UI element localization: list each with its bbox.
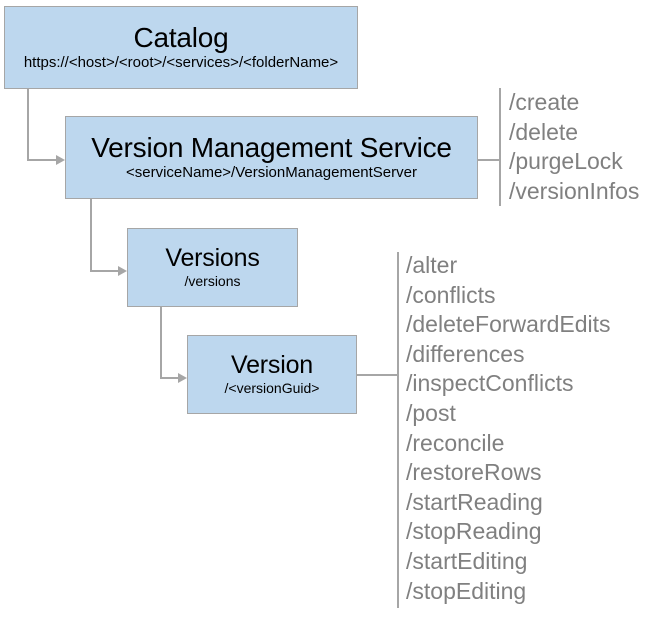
version-operations-list: /alter /conflicts /deleteForwardEdits /d… bbox=[406, 251, 611, 606]
arrowhead-service-to-versions bbox=[118, 266, 127, 276]
node-version: Version /<versionGuid> bbox=[187, 335, 357, 414]
connector-service-to-versions-vertical bbox=[90, 199, 92, 271]
connector-service-to-operations bbox=[478, 159, 500, 161]
connector-catalog-to-service-horizontal bbox=[27, 159, 57, 161]
operation-item: /inspectConflicts bbox=[406, 370, 574, 397]
operation-item: /startReading bbox=[406, 488, 543, 515]
bracket-version-operations bbox=[397, 252, 399, 608]
node-catalog-title: Catalog bbox=[133, 21, 229, 53]
operation-item: /conflicts bbox=[406, 281, 496, 308]
connector-version-to-operations bbox=[357, 374, 398, 376]
node-version-title: Version bbox=[231, 350, 313, 379]
operation-item: /versionInfos bbox=[509, 177, 640, 204]
operation-item: /startEditing bbox=[406, 547, 528, 574]
service-operations-list: /create /delete /purgeLock /versionInfos bbox=[509, 88, 639, 206]
node-catalog: Catalog https://<host>/<root>/<services>… bbox=[4, 6, 358, 89]
connector-versions-to-version-vertical bbox=[160, 307, 162, 378]
operation-item: /post bbox=[406, 399, 456, 426]
operation-item: /purgeLock bbox=[509, 148, 623, 175]
operation-item: /restoreRows bbox=[406, 459, 542, 486]
operation-item: /create bbox=[509, 89, 580, 115]
connector-catalog-to-service-vertical bbox=[27, 89, 29, 160]
operation-item: /stopReading bbox=[406, 518, 542, 545]
operation-item: /stopEditing bbox=[406, 577, 527, 604]
operation-item: /alter bbox=[406, 252, 458, 278]
operation-item: /reconcile bbox=[406, 429, 505, 456]
node-version-management-service-path: <serviceName>/VersionManagementServer bbox=[126, 164, 417, 182]
operation-item: /differences bbox=[406, 340, 525, 367]
arrowhead-catalog-to-service bbox=[56, 155, 65, 165]
operation-item: /deleteForwardEdits bbox=[406, 311, 611, 338]
bracket-service-operations bbox=[499, 88, 501, 206]
node-version-path: /<versionGuid> bbox=[224, 380, 320, 397]
node-version-management-service-title: Version Management Service bbox=[91, 131, 452, 163]
node-versions-path: /versions bbox=[184, 273, 241, 290]
node-versions-title: Versions bbox=[165, 243, 260, 272]
arrowhead-versions-to-version bbox=[178, 373, 187, 383]
node-catalog-path: https://<host>/<root>/<services>/<folder… bbox=[23, 54, 339, 72]
connector-service-to-versions-horizontal bbox=[90, 270, 119, 272]
connector-versions-to-version-horizontal bbox=[160, 377, 179, 379]
node-version-management-service: Version Management Service <serviceName>… bbox=[65, 116, 478, 199]
operation-item: /delete bbox=[509, 118, 579, 145]
node-versions: Versions /versions bbox=[127, 228, 298, 307]
